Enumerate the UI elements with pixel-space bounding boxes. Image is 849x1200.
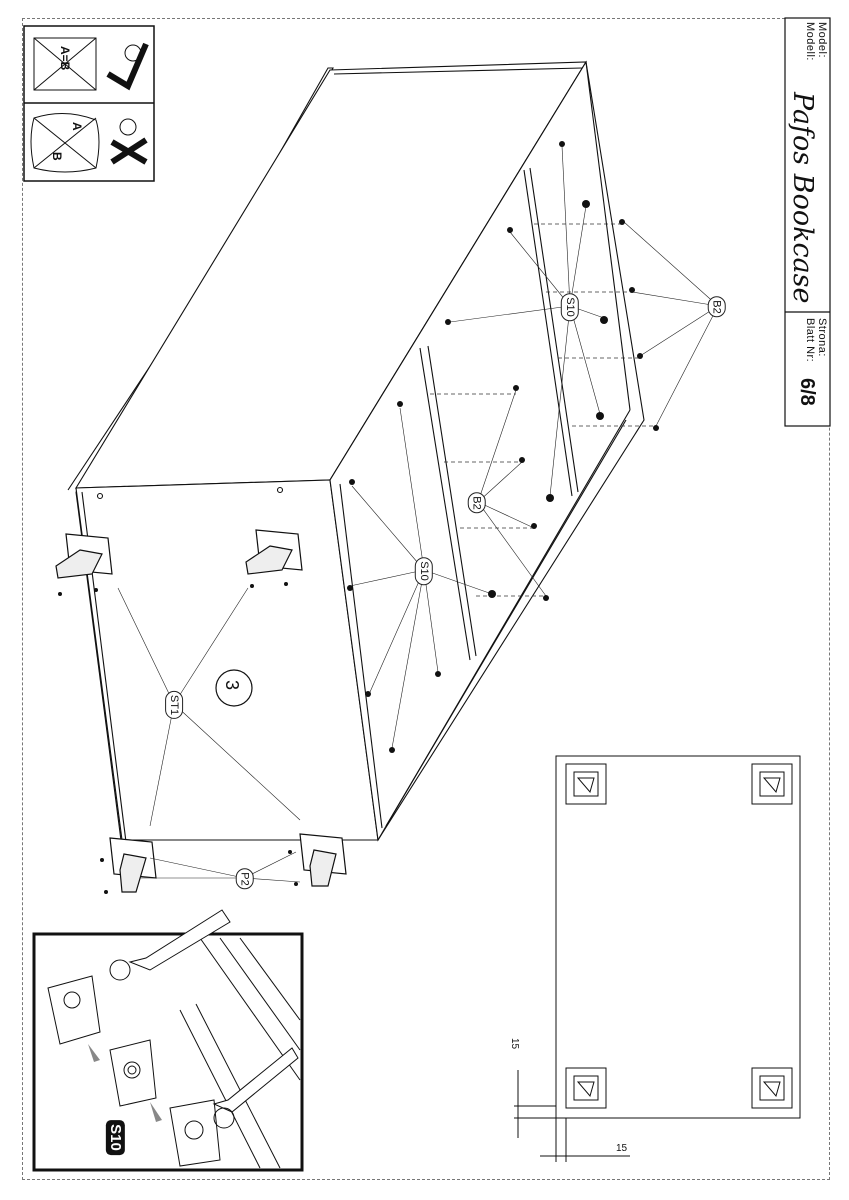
step-number: 3 xyxy=(222,680,242,691)
part-label-b2-right: B2 xyxy=(707,296,726,318)
happy-face-icon xyxy=(124,44,142,62)
part-label-s10-left: S10 xyxy=(414,557,433,585)
bad-square-label-b: B xyxy=(50,152,64,161)
correct-square-icon xyxy=(33,37,97,91)
cross-mark-icon xyxy=(110,137,148,165)
page-number: 6/8 xyxy=(796,378,818,406)
part-label-st1: ST1 xyxy=(165,690,184,720)
model-label-line-1: Model: xyxy=(816,22,828,59)
bottom-view xyxy=(514,755,801,1162)
good-square-label: A=B xyxy=(58,46,72,71)
bottom-foot-1 xyxy=(565,763,607,805)
square-check-panel xyxy=(23,25,155,182)
part-label-s10-right: S10 xyxy=(560,293,579,321)
model-label-line-2: Modell: xyxy=(804,22,816,61)
bad-square-label-a: A xyxy=(70,122,84,131)
page-border xyxy=(22,18,830,1180)
foot-st1 xyxy=(55,529,347,893)
step-circle xyxy=(215,669,253,707)
header-block xyxy=(784,17,831,427)
detail-inset xyxy=(32,909,304,1172)
dimension-horizontal: 15 xyxy=(616,1143,628,1154)
part-label-p2: P2 xyxy=(235,868,254,890)
page-label-line-1: Strona: xyxy=(816,318,828,357)
incorrect-square-icon xyxy=(30,112,100,173)
cabinet-body xyxy=(67,60,645,849)
dimension-vertical: 15 xyxy=(509,1038,520,1050)
page-label: Strona: Blatt Nr: xyxy=(804,318,828,362)
detail-inset-label: S10 xyxy=(105,1120,125,1155)
bottom-foot-2 xyxy=(751,763,793,805)
leader-lines xyxy=(117,145,719,883)
part-label-b2-middle: B2 xyxy=(467,492,486,514)
product-title: Pafos Bookcase xyxy=(787,92,818,304)
sad-face-icon xyxy=(119,118,137,136)
checkmark-icon xyxy=(106,42,149,91)
connector-fittings xyxy=(58,141,659,894)
model-label: Model: Modell: xyxy=(804,22,828,61)
dashed-guides xyxy=(430,223,654,597)
page-label-line-2: Blatt Nr: xyxy=(804,318,816,363)
bottom-foot-3 xyxy=(565,1067,607,1109)
bottom-foot-4 xyxy=(751,1067,793,1109)
